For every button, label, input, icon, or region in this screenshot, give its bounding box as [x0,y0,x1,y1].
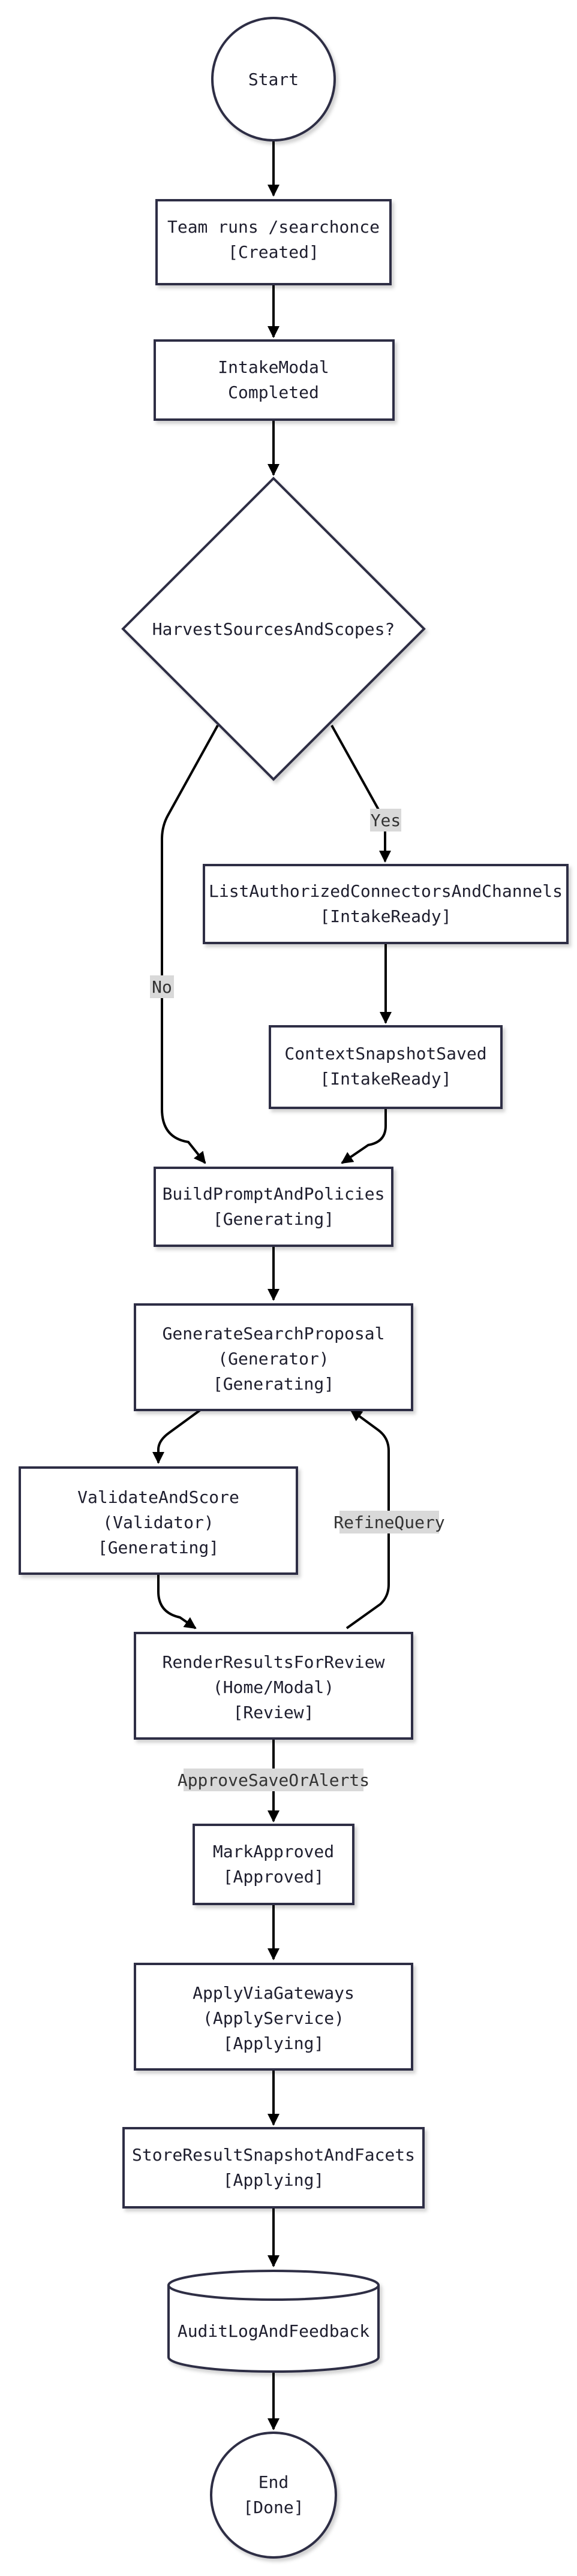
svg-text:BuildPromptAndPolicies: BuildPromptAndPolicies [163,1184,385,1204]
svg-text:[Approved]: [Approved] [223,1867,324,1887]
svg-text:[Created]: [Created] [228,242,319,262]
edge-decision-yes [330,725,391,863]
node-mark-approved: MarkApproved [Approved] [193,1824,354,1905]
node-build-prompt: BuildPromptAndPolicies [Generating] [154,1167,393,1247]
node-audit-log: AuditLogAndFeedback [167,2270,380,2373]
svg-text:(Home/Modal): (Home/Modal) [213,1677,334,1697]
node-context-snapshot: ContextSnapshotSaved [IntakeReady] [269,1025,503,1109]
node-intake-modal: IntakeModal Completed [154,339,395,421]
svg-text:[Generating]: [Generating] [98,1538,219,1557]
svg-text:[Generating]: [Generating] [213,1209,334,1229]
svg-text:No: No [152,977,172,997]
svg-text:(ApplyService): (ApplyService) [203,2008,344,2028]
node-render-results: RenderResultsForReview (Home/Modal) [Rev… [134,1632,413,1740]
edge-label-approve-save: ApproveSaveOrAlerts [178,1768,369,1791]
node-start: Start [211,17,336,141]
svg-text:(Validator): (Validator) [103,1513,214,1532]
svg-text:[IntakeReady]: [IntakeReady] [320,906,451,926]
svg-text:Team runs /searchonce: Team runs /searchonce [167,217,380,237]
svg-text:Start: Start [248,70,299,89]
svg-text:[Done]: [Done] [243,2497,303,2517]
edges [152,140,392,2430]
svg-text:ApplyViaGateways: ApplyViaGateways [193,1983,354,2003]
svg-text:[IntakeReady]: [IntakeReady] [320,1069,451,1089]
svg-text:Yes: Yes [371,811,401,830]
node-end: End [Done] [210,2432,337,2559]
node-team-runs: Team runs /searchonce [Created] [155,199,392,285]
edge-label-refine-query: RefineQuery [333,1511,445,1533]
node-harvest-decision: HarvestSourcesAndScopes? [121,477,426,781]
svg-text:GenerateSearchProposal: GenerateSearchProposal [163,1324,385,1343]
edge-label-yes: Yes [370,809,401,831]
edge-decision-no [161,725,219,1164]
node-generate-proposal: GenerateSearchProposal (Generator) [Gene… [134,1303,413,1411]
node-validate-score: ValidateAndScore (Validator) [Generating… [19,1466,298,1575]
node-store-snapshot: StoreResultSnapshotAndFacets [Applying] [122,2127,425,2209]
svg-text:RenderResultsForReview: RenderResultsForReview [163,1652,385,1672]
svg-text:StoreResultSnapshotAndFacets: StoreResultSnapshotAndFacets [132,2145,415,2165]
svg-text:MarkApproved: MarkApproved [213,1842,334,1861]
svg-text:ContextSnapshotSaved: ContextSnapshotSaved [284,1044,486,1063]
svg-text:AuditLogAndFeedback: AuditLogAndFeedback [178,2321,369,2341]
svg-text:ApproveSaveOrAlerts: ApproveSaveOrAlerts [178,1770,369,1790]
svg-text:IntakeModal: IntakeModal [218,357,329,377]
node-list-connectors: ListAuthorizedConnectorsAndChannels [Int… [203,864,569,944]
svg-text:[Generating]: [Generating] [213,1374,334,1394]
svg-text:RefineQuery: RefineQuery [333,1513,444,1532]
svg-text:ListAuthorizedConnectorsAndCha: ListAuthorizedConnectorsAndChannels [209,881,563,901]
edge-label-no: No [150,975,174,998]
node-apply-gateways: ApplyViaGateways (ApplyService) [Applyin… [134,1963,413,2071]
svg-text:HarvestSourcesAndScopes?: HarvestSourcesAndScopes? [152,619,395,639]
edge-validate-to-render [157,1574,197,1629]
svg-text:ValidateAndScore: ValidateAndScore [77,1487,239,1507]
svg-text:[Applying]: [Applying] [223,2170,324,2190]
svg-text:(Generator): (Generator) [218,1349,329,1369]
svg-text:[Applying]: [Applying] [223,2033,324,2053]
svg-text:End: End [259,2472,289,2492]
edge-context-to-build [341,1108,387,1164]
edge-generate-to-validate [152,1409,202,1464]
svg-text:[Review]: [Review] [233,1703,314,1722]
svg-text:Completed: Completed [228,382,319,402]
